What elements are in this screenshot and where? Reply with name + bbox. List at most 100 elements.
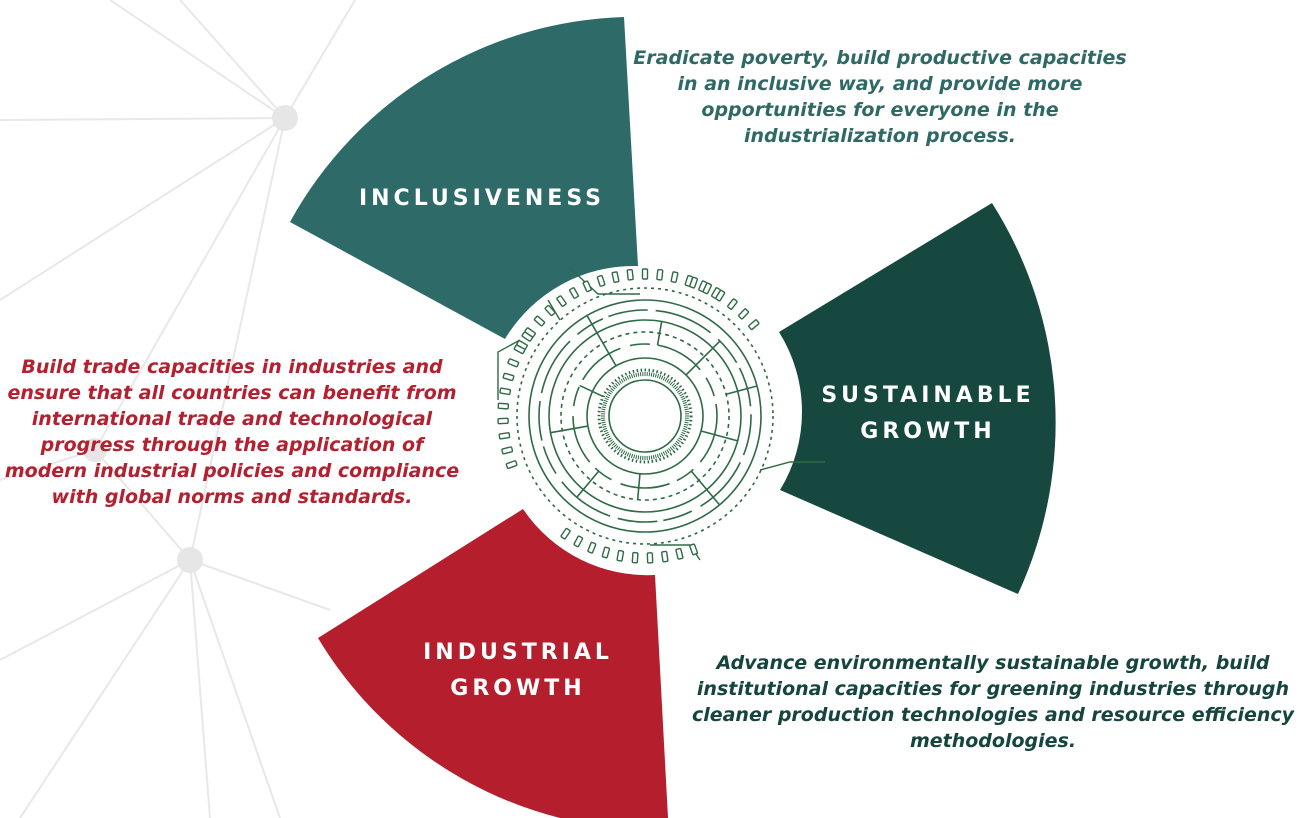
circuit-rings (516, 287, 774, 545)
circuit-tick (675, 440, 680, 445)
circuit-tick (669, 446, 674, 451)
circuit-pad (616, 549, 625, 562)
circuit-leads (497, 267, 825, 561)
industrial-growth-label-line2: GROWTH (450, 676, 585, 701)
circuit-tick (672, 443, 677, 448)
circuit-pad (675, 547, 684, 560)
sustainable-growth-description: Advance environmentally sustainable grow… (691, 652, 1295, 752)
circuit-pad (497, 417, 509, 425)
circuit-tick (605, 433, 610, 437)
circuit-tick (628, 374, 632, 379)
circuit-pad (670, 271, 679, 284)
circuit-pad (626, 268, 634, 281)
sustainable-growth-segment (779, 203, 1056, 594)
circuit-tick (602, 401, 608, 405)
circuit-tick (684, 406, 689, 409)
circuit-tick (678, 437, 683, 441)
circuit-tick (624, 376, 628, 381)
circuit-tick (674, 386, 679, 390)
circuit-pad (507, 358, 520, 368)
circuit-tick (680, 395, 685, 399)
circuit-tick (622, 377, 626, 382)
circuit-spoke (550, 425, 589, 434)
circuit-tick (683, 425, 688, 428)
circuit-tick (654, 373, 657, 378)
circuit-tick (658, 453, 662, 458)
circuit-tick (610, 387, 615, 392)
circuit-pad (748, 319, 760, 331)
circuit-tick (658, 374, 662, 379)
circuit-tick (620, 378, 624, 383)
circuit-tick (602, 427, 608, 431)
circuit-tick (601, 421, 606, 424)
circuit-tick (682, 427, 688, 431)
circuit-pad (702, 282, 713, 295)
circuit-tick (654, 454, 657, 459)
industrial-growth-description: Build trade capacities in industries and… (4, 356, 460, 508)
circuit-tick (660, 375, 664, 380)
circuit-tick (635, 455, 638, 460)
circuit-spoke (656, 321, 663, 346)
circuit-spoke (579, 384, 604, 398)
circuit-pad (544, 304, 556, 317)
outer-pads (497, 268, 760, 564)
circuit-tick (668, 380, 672, 384)
circuit-pad (641, 268, 649, 280)
circuit-tick (615, 382, 619, 387)
circuit-tick (666, 378, 670, 383)
circuit-tick (633, 454, 636, 459)
circuit-tick (615, 445, 619, 450)
circuit-tick (630, 373, 634, 379)
circuit-tick (607, 391, 612, 395)
circuit-pad (727, 298, 738, 310)
circuit-pad (501, 446, 514, 455)
circuit-tick (606, 435, 611, 439)
circuit-tick (669, 381, 674, 386)
circuit-tick (618, 380, 622, 384)
circuit-tick (605, 395, 610, 399)
circuit-tick (681, 431, 686, 435)
circuit-tick (679, 435, 684, 439)
circuit-tick (664, 450, 668, 455)
circuit-tick (616, 381, 621, 386)
circuit-tick (660, 452, 664, 457)
circuit-tick (681, 397, 686, 401)
circuit-tick (671, 382, 675, 387)
sustainable-growth-label-line2: GROWTH (860, 419, 995, 444)
circuit-pad (631, 551, 639, 564)
circuit-tick (679, 393, 684, 397)
circuit-pad (587, 541, 597, 554)
circuit-spoke (690, 470, 721, 506)
circuit-tick (601, 408, 606, 411)
circuit-pad (533, 315, 546, 327)
background-network-nodes (83, 105, 298, 573)
circuit-pad (505, 460, 518, 470)
circuit-tick (603, 429, 608, 433)
industrial-growth-label-line1: INDUSTRIAL (423, 640, 613, 665)
circuit-tick (603, 399, 608, 403)
circuit-pad (582, 280, 592, 293)
circuit-pad (646, 552, 654, 564)
circuit-pad (573, 535, 584, 548)
circuit-tick (602, 425, 607, 428)
circuit-spoke (685, 340, 721, 376)
circuit-pad (689, 543, 699, 556)
circuit-tick (633, 373, 636, 378)
circuit-tick (677, 389, 681, 393)
circuit-spokes (550, 315, 758, 506)
circuit-tick (680, 433, 685, 437)
circuit-tick (662, 376, 666, 381)
circuit-tick (607, 437, 612, 441)
circuit-tick (682, 429, 687, 433)
circuit-tick (613, 384, 618, 389)
circuit-tick (613, 443, 618, 448)
circuit-tick (677, 439, 681, 443)
inclusiveness-segment (290, 17, 638, 339)
circuit-spoke (586, 315, 617, 367)
circuit-tick (656, 453, 660, 459)
circuit-tick (628, 453, 632, 458)
circuit-tick (604, 431, 609, 435)
circuit-pad (560, 527, 571, 540)
circuit-tick (683, 404, 688, 407)
